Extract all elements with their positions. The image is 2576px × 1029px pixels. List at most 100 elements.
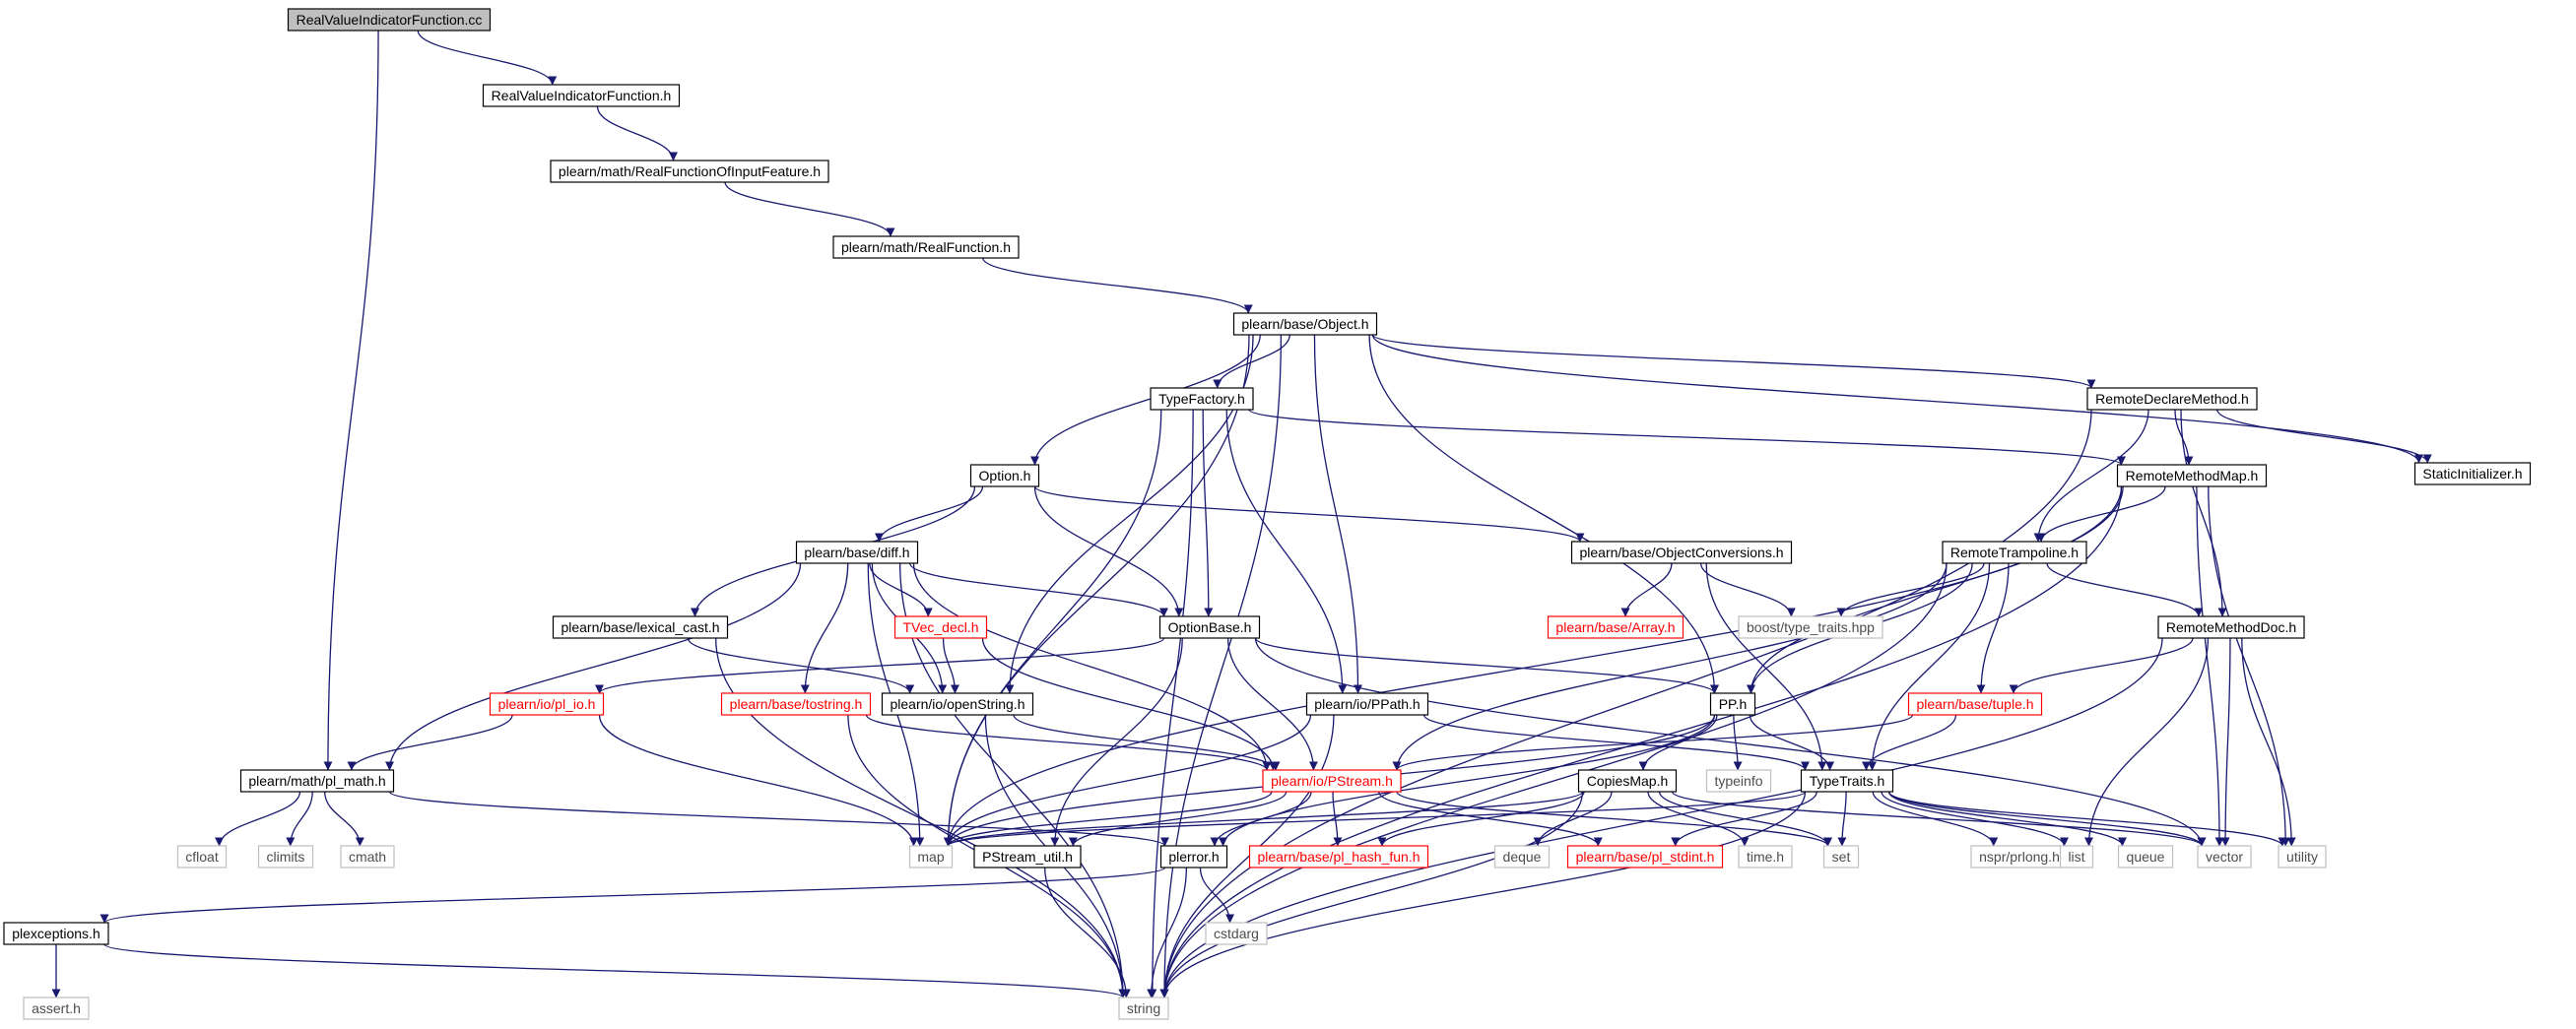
node-time-h[interactable]: time.h: [1738, 845, 1793, 868]
node-pp-h[interactable]: PP.h: [1709, 692, 1756, 716]
node-label: plearn/base/Object.h: [1241, 316, 1368, 332]
edge-pstream-h-to-map: [944, 791, 1273, 847]
node-cmath[interactable]: cmath: [340, 845, 395, 868]
node-climits[interactable]: climits: [257, 845, 314, 868]
edge-lexical-cast-h-to-string: [715, 637, 1128, 998]
node-plerror-h[interactable]: plerror.h: [1159, 845, 1228, 868]
node-box: [489, 692, 605, 716]
node-box: [1566, 845, 1724, 868]
edge-tuple-h-to-typetraits-h: [1862, 714, 1957, 771]
node-label: plearn/io/pl_io.h: [498, 696, 596, 712]
node-vector[interactable]: vector: [2197, 845, 2252, 868]
node-rfoif-h[interactable]: plearn/math/RealFunctionOfInputFeature.h: [550, 160, 829, 183]
edge-plerror-h-to-cstdarg: [1199, 867, 1235, 924]
node-box: [176, 845, 228, 868]
node-box: [1570, 541, 1793, 564]
node-label: RemoteDeclareMethod.h: [2095, 391, 2249, 407]
node-remotedeclaremethod-h[interactable]: RemoteDeclareMethod.h: [2086, 387, 2258, 411]
node-deque[interactable]: deque: [1493, 845, 1551, 868]
edge-option-h-to-optionbase-h: [1033, 485, 1184, 617]
node-label: plearn/base/ObjectConversions.h: [1579, 545, 1783, 560]
edge-remotedeclaremethod-h-to-remotemethoddoc-h: [2180, 409, 2227, 617]
edge-rf-h-to-object-h: [982, 257, 1253, 314]
node-box: [1942, 541, 2087, 564]
node-label: plearn/base/diff.h: [804, 545, 909, 560]
node-objectconversions-h[interactable]: plearn/base/ObjectConversions.h: [1570, 541, 1793, 564]
node-cstdarg[interactable]: cstdarg: [1205, 922, 1268, 945]
node-plexceptions-h[interactable]: plexceptions.h: [3, 922, 109, 945]
edge-plerror-h-to-plexceptions-h: [99, 867, 1166, 924]
edge-object-h-to-ppath-h: [1313, 334, 1363, 694]
node-box: [1248, 845, 1429, 868]
node-box: [832, 235, 1020, 259]
node-box: [2117, 845, 2174, 868]
node-label: TVec_decl.h: [902, 619, 978, 635]
node-root[interactable]: RealValueIndicatorFunction.cc: [287, 8, 492, 32]
node-typetraits-h[interactable]: TypeTraits.h: [1800, 769, 1894, 793]
edge-tvec-decl-h-to-pstream-h: [981, 637, 1278, 771]
edge-remotemethoddoc-h-to-utility: [2241, 637, 2296, 847]
node-type-traits-hpp[interactable]: boost/type_traits.hpp: [1738, 615, 1883, 639]
node-option-h[interactable]: Option.h: [969, 464, 1040, 487]
node-typefactory-h[interactable]: TypeFactory.h: [1150, 387, 1254, 411]
node-object-h[interactable]: plearn/base/Object.h: [1232, 312, 1378, 336]
edge-object-h-to-remotedeclaremethod-h: [1371, 334, 2096, 389]
node-box: [908, 845, 954, 868]
edge-typetraits-h-to-nspr-prlong-h: [1872, 791, 1999, 847]
node-copiesmap-h[interactable]: CopiesMap.h: [1577, 769, 1678, 793]
node-typeinfo[interactable]: typeinfo: [1705, 769, 1772, 793]
node-staticinitializer-h[interactable]: StaticInitializer.h: [2413, 462, 2532, 485]
node-list[interactable]: list: [2059, 845, 2094, 868]
edge-pl-math-h-to-cfloat: [215, 791, 301, 847]
edge-typetraits-h-to-utility: [1887, 791, 2287, 847]
node-map[interactable]: map: [908, 845, 954, 868]
node-box: [893, 615, 988, 639]
node-cfloat[interactable]: cfloat: [176, 845, 228, 868]
node-label: TypeFactory.h: [1158, 391, 1245, 407]
node-label: string: [1127, 1000, 1160, 1016]
node-label: plearn/io/PPath.h: [1314, 696, 1420, 712]
edge-remotemethodmap-h-to-vector: [2196, 485, 2224, 847]
node-set[interactable]: set: [1822, 845, 1860, 868]
node-pl-io-h[interactable]: plearn/io/pl_io.h: [489, 692, 605, 716]
node-ppath-h[interactable]: plearn/io/PPath.h: [1305, 692, 1429, 716]
edge-plerror-h-to-string: [1147, 867, 1187, 998]
edge-remotedeclaremethod-h-to-staticinitializer-h: [2216, 409, 2432, 464]
edge-remotemethodmap-h-to-utility: [2208, 485, 2290, 847]
node-utility[interactable]: utility: [2278, 845, 2327, 868]
node-box: [1150, 387, 1254, 411]
node-rf-h[interactable]: plearn/math/RealFunction.h: [832, 235, 1020, 259]
node-assert-h[interactable]: assert.h: [23, 997, 90, 1020]
node-box: [1118, 997, 1169, 1020]
node-tuple-h[interactable]: plearn/base/tuple.h: [1907, 692, 2043, 716]
node-pstream-h[interactable]: plearn/io/PStream.h: [1262, 769, 1402, 793]
node-remotetrampoline-h[interactable]: RemoteTrampoline.h: [1942, 541, 2087, 564]
node-queue[interactable]: queue: [2117, 845, 2174, 868]
node-box: [1547, 615, 1684, 639]
node-lexical-cast-h[interactable]: plearn/base/lexical_cast.h: [552, 615, 729, 639]
edge-optionbase-h-to-pstream-h: [1226, 637, 1318, 771]
node-pl-stdint-h[interactable]: plearn/base/pl_stdint.h: [1566, 845, 1724, 868]
node-string[interactable]: string: [1118, 997, 1169, 1020]
node-nspr-prlong-h[interactable]: nspr/prlong.h: [1970, 845, 2069, 868]
node-remotemethodmap-h[interactable]: RemoteMethodMap.h: [2116, 464, 2268, 487]
node-rvif-h[interactable]: RealValueIndicatorFunction.h: [482, 84, 681, 107]
node-box: [973, 845, 1082, 868]
edge-pl-io-h-to-map: [598, 714, 918, 847]
node-box: [1577, 769, 1678, 793]
node-tostring-h[interactable]: plearn/base/tostring.h: [720, 692, 872, 716]
node-pl-math-h[interactable]: plearn/math/pl_math.h: [239, 769, 395, 793]
node-remotemethoddoc-h[interactable]: RemoteMethodDoc.h: [2157, 615, 2305, 639]
edge-pp-h-to-typeinfo: [1733, 714, 1743, 771]
node-optionbase-h[interactable]: OptionBase.h: [1158, 615, 1261, 639]
node-tvec-decl-h[interactable]: TVec_decl.h: [893, 615, 988, 639]
node-diff-h[interactable]: plearn/base/diff.h: [795, 541, 919, 564]
node-openstring-h[interactable]: plearn/io/openString.h: [881, 692, 1034, 716]
node-box: [23, 997, 90, 1020]
node-label: plearn/math/RealFunctionOfInputFeature.h: [559, 163, 821, 179]
node-label: PStream_util.h: [982, 849, 1073, 865]
node-box: [2059, 845, 2094, 868]
node-pstream-util-h[interactable]: PStream_util.h: [973, 845, 1082, 868]
node-array-h[interactable]: plearn/base/Array.h: [1547, 615, 1684, 639]
node-pl-hash-fun-h[interactable]: plearn/base/pl_hash_fun.h: [1248, 845, 1429, 868]
